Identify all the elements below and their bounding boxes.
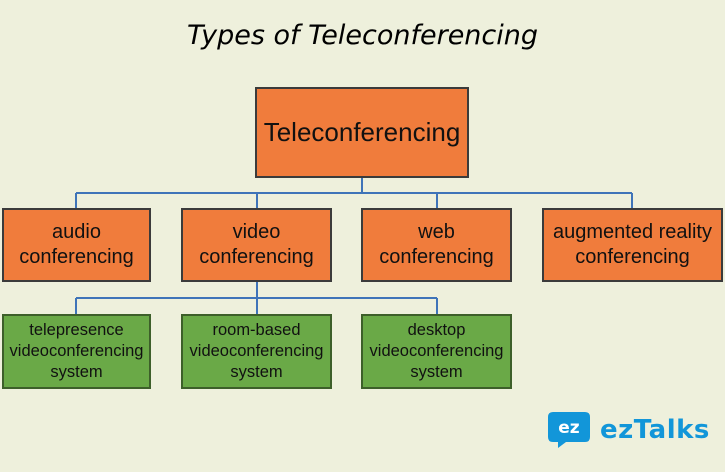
node-augmented-reality-conferencing-label: augmented reality conferencing	[553, 221, 712, 268]
node-audio-conferencing-label: audio conferencing	[19, 221, 134, 268]
node-desktop-system: desktop videoconferencing system	[361, 314, 512, 389]
eztalks-logo-icon: ez	[548, 412, 590, 448]
node-video-conferencing: video conferencing	[181, 208, 332, 282]
node-augmented-reality-conferencing: augmented reality conferencing	[542, 208, 723, 282]
diagram-title: Types of Teleconferencing	[186, 20, 539, 51]
node-room-based-system: room-based videoconferencing system	[181, 314, 332, 389]
node-telepresence-system: telepresence videoconferencing system	[2, 314, 151, 389]
node-web-conferencing-label: web conferencing	[379, 221, 494, 268]
root-node-label: Teleconferencing	[263, 117, 461, 147]
node-audio-conferencing: audio conferencing	[2, 208, 151, 282]
node-video-conferencing-label: video conferencing	[199, 221, 314, 268]
node-desktop-system-label: desktop videoconferencing system	[369, 321, 504, 381]
logo-mark-text: ez	[558, 418, 580, 438]
root-node: Teleconferencing	[255, 87, 469, 178]
eztalks-logo: ez ezTalks	[546, 410, 710, 450]
node-room-based-system-label: room-based videoconferencing system	[189, 321, 324, 381]
node-web-conferencing: web conferencing	[361, 208, 512, 282]
brand-name: ezTalks	[600, 415, 710, 445]
node-telepresence-system-label: telepresence videoconferencing system	[9, 321, 144, 381]
